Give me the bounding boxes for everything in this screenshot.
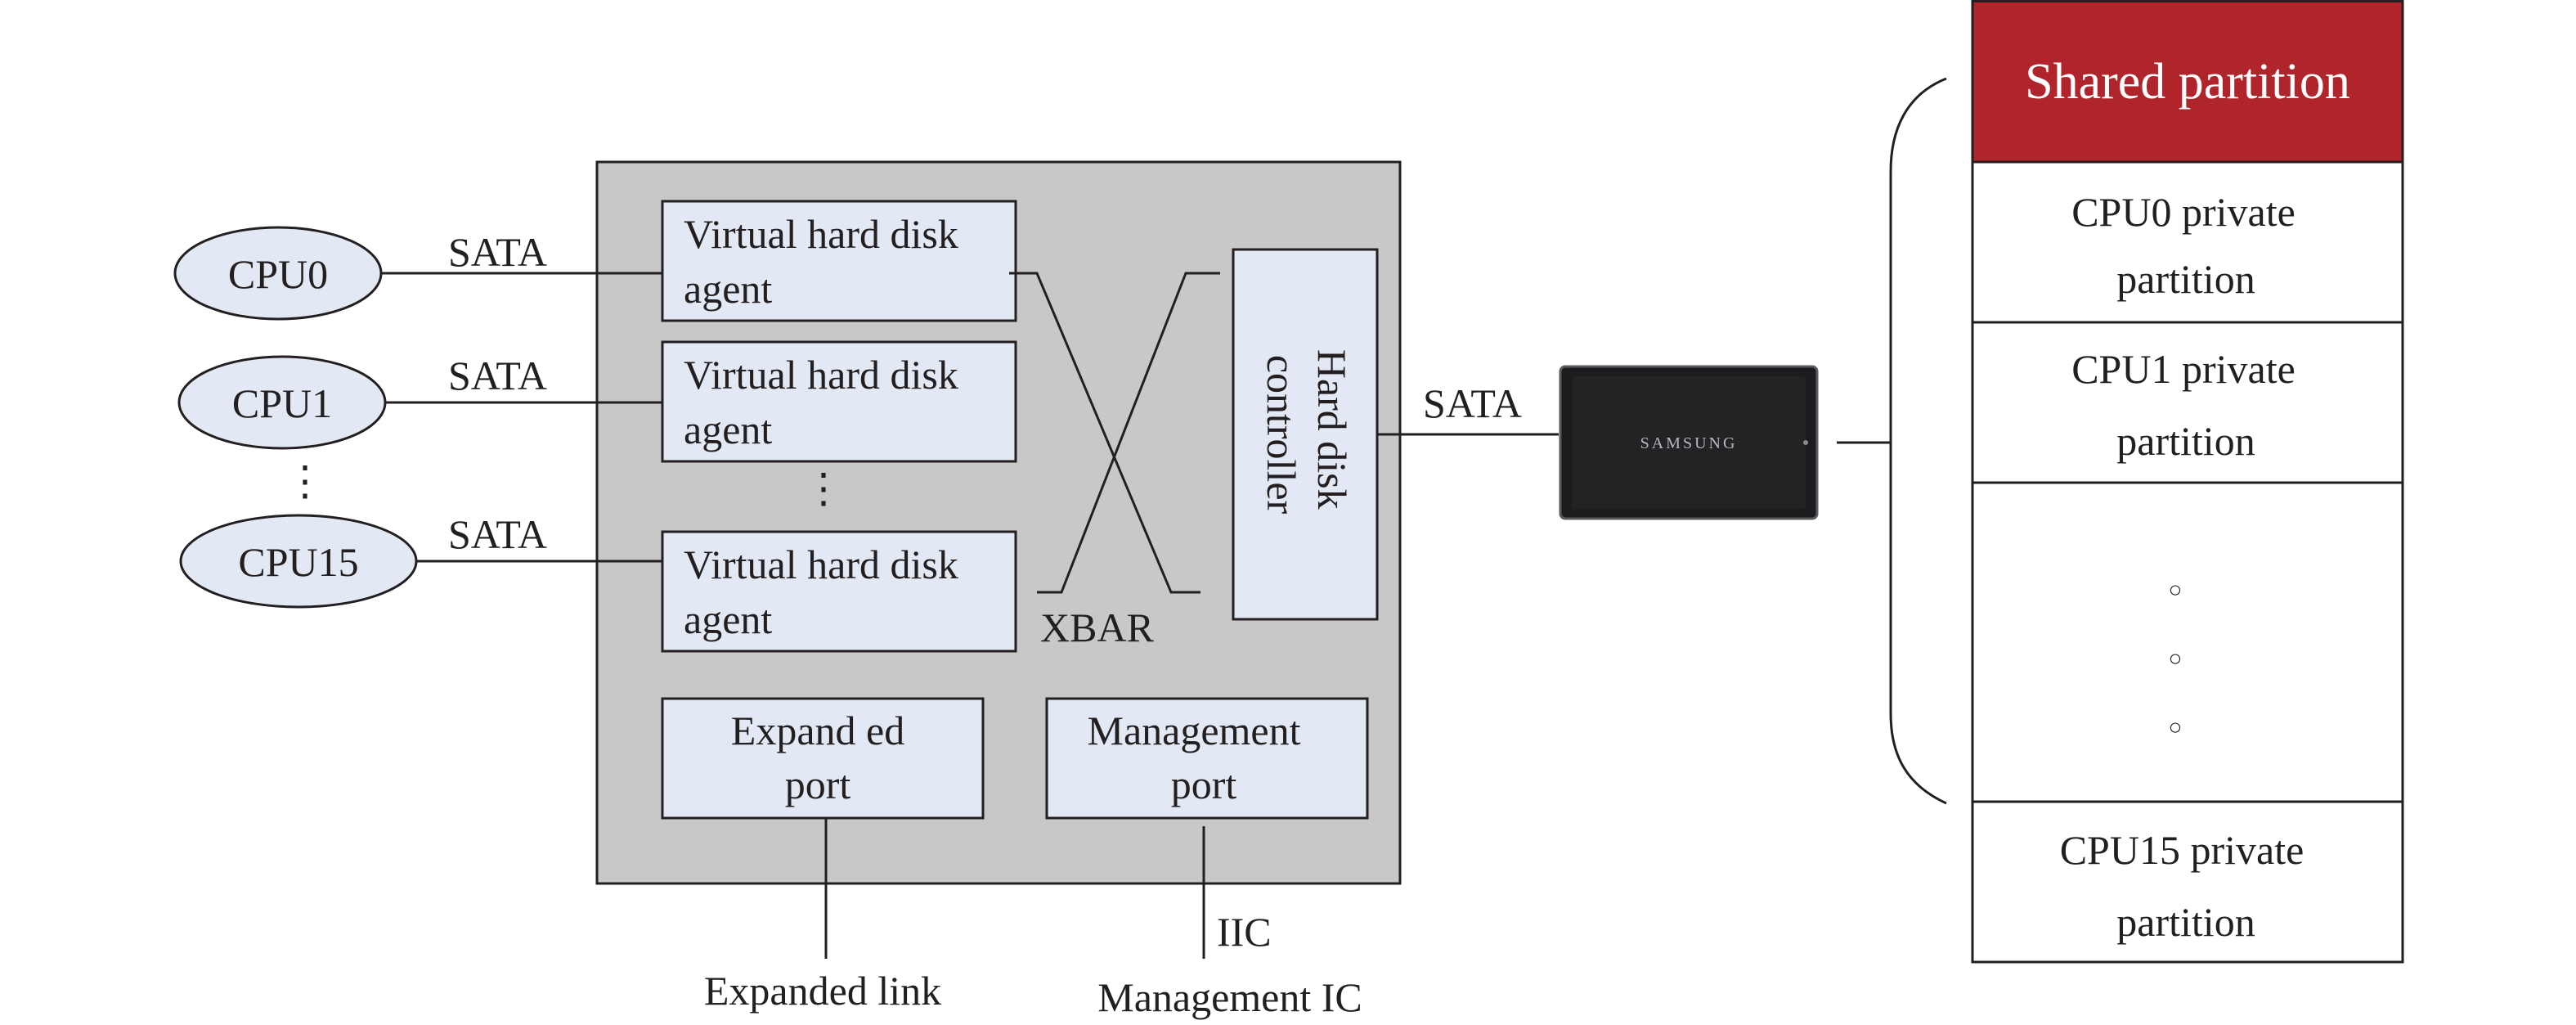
expanded-link-label: Expanded link xyxy=(704,968,941,1014)
agent-ellipsis: ⋮ xyxy=(803,465,844,511)
management-port-line2: port xyxy=(1171,762,1237,807)
cpu-label: CPU0 xyxy=(228,251,328,297)
cpu15-partition xyxy=(1972,802,2403,962)
cpu-label: CPU1 xyxy=(232,380,332,426)
cpu-label: CPU15 xyxy=(238,539,358,585)
cpu0-sata-label: SATA xyxy=(448,229,547,275)
xbar-label: XBAR xyxy=(1040,605,1155,650)
iic-label: IIC xyxy=(1217,909,1272,955)
shared-partition-label: Shared partition xyxy=(2025,54,2350,110)
ssd-led xyxy=(1803,440,1808,445)
management-port-box xyxy=(1045,697,1369,820)
controller-label: Hard disk controller xyxy=(1259,349,1355,519)
hard-disk-controller: Hard disk controller xyxy=(1232,248,1379,621)
cpu15-sata-label: SATA xyxy=(448,511,547,557)
agent-label-line1: Virtual hard disk xyxy=(684,211,958,257)
partition-brace xyxy=(1889,77,1947,805)
cpu15-partition-line2: partition xyxy=(2116,899,2255,945)
agent-label-line1: Virtual hard disk xyxy=(684,542,958,587)
cpu0-partition xyxy=(1972,162,2403,322)
disk-sata-label: SATA xyxy=(1423,380,1522,426)
expanded-port-line2: port xyxy=(785,762,851,807)
cpu-ellipsis: ⋮ xyxy=(285,458,325,504)
controller-label-line1: Hard disk xyxy=(1309,349,1355,510)
cpu1-partition-line2: partition xyxy=(2116,418,2255,464)
management-link-label: Management IC xyxy=(1097,974,1362,1020)
xbar-line-b xyxy=(1037,272,1220,594)
agent-label-line1: Virtual hard disk xyxy=(684,352,958,398)
cpu15-partition-line1: CPU15 private xyxy=(2060,827,2304,873)
omitted-dot-2: ○ xyxy=(2169,646,2183,672)
agent-label-line2: agent xyxy=(684,596,772,642)
agent-label-line2: agent xyxy=(684,407,772,452)
partition-stack: Shared partition CPU0 private partition … xyxy=(1971,0,2404,964)
omitted-dot-1: ○ xyxy=(2169,578,2183,603)
virtual-disk-agent-1: Virtual hard disk agent xyxy=(661,340,1017,463)
cpu1-sata-label: SATA xyxy=(448,353,547,398)
controller-label-line2: controller xyxy=(1259,355,1304,515)
virtual-disk-agent-15: Virtual hard disk agent xyxy=(661,530,1017,653)
omitted-partitions xyxy=(1972,483,2403,802)
expanded-port: Expand ed port xyxy=(661,697,985,820)
virtual-disk-agent-0: Virtual hard disk agent xyxy=(661,200,1017,322)
cpu0-partition-line1: CPU0 private xyxy=(2071,189,2296,235)
agent-box xyxy=(661,340,1017,463)
agent-label-line2: agent xyxy=(684,266,772,312)
ssd-brand: SAMSUNG xyxy=(1640,434,1738,452)
cpu-node-15: CPU15 xyxy=(179,514,418,609)
management-port: Management port xyxy=(1045,697,1369,820)
cpu-node-0: CPU0 xyxy=(173,226,383,321)
controller-box xyxy=(1232,248,1379,621)
cpu1-partition xyxy=(1972,322,2403,483)
expanded-port-box xyxy=(661,697,985,820)
agent-box xyxy=(661,530,1017,653)
omitted-dot-3: ○ xyxy=(2169,715,2183,740)
agent-box xyxy=(661,200,1017,322)
shared-partition xyxy=(1972,0,2403,162)
expanded-port-line1: Expand ed xyxy=(731,708,904,753)
cpu0-partition-line2: partition xyxy=(2116,256,2255,302)
cpu1-partition-line1: CPU1 private xyxy=(2071,346,2296,392)
ssd-drive-icon: SAMSUNG xyxy=(1559,365,1819,520)
ssd-inner-plate xyxy=(1572,376,1806,509)
cpu-node-1: CPU1 xyxy=(177,355,387,450)
management-port-line1: Management xyxy=(1087,708,1300,753)
xbar-line-a xyxy=(1009,272,1200,594)
